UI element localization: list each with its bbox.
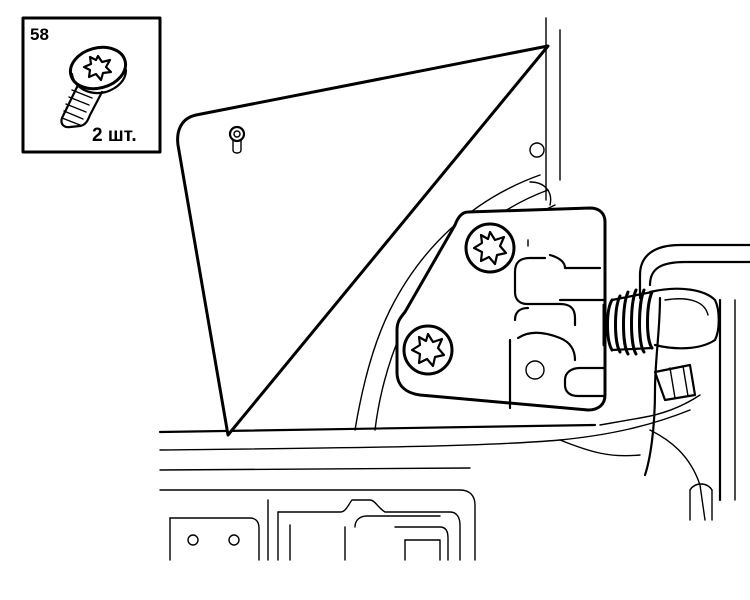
part-callout-box: 58 2 шт. <box>21 16 162 154</box>
coil-spring <box>602 288 654 356</box>
hinge-bolt-lower <box>402 324 454 376</box>
hinge-bolt-upper <box>464 222 516 274</box>
door-frame-structure <box>158 17 701 561</box>
callout-quantity: 2 шт. <box>92 125 137 146</box>
torx-screw-icon <box>60 45 128 129</box>
callout-number: 58 <box>30 25 49 44</box>
door-striker-assembly <box>638 243 750 521</box>
triangular-cover-panel <box>176 44 550 437</box>
